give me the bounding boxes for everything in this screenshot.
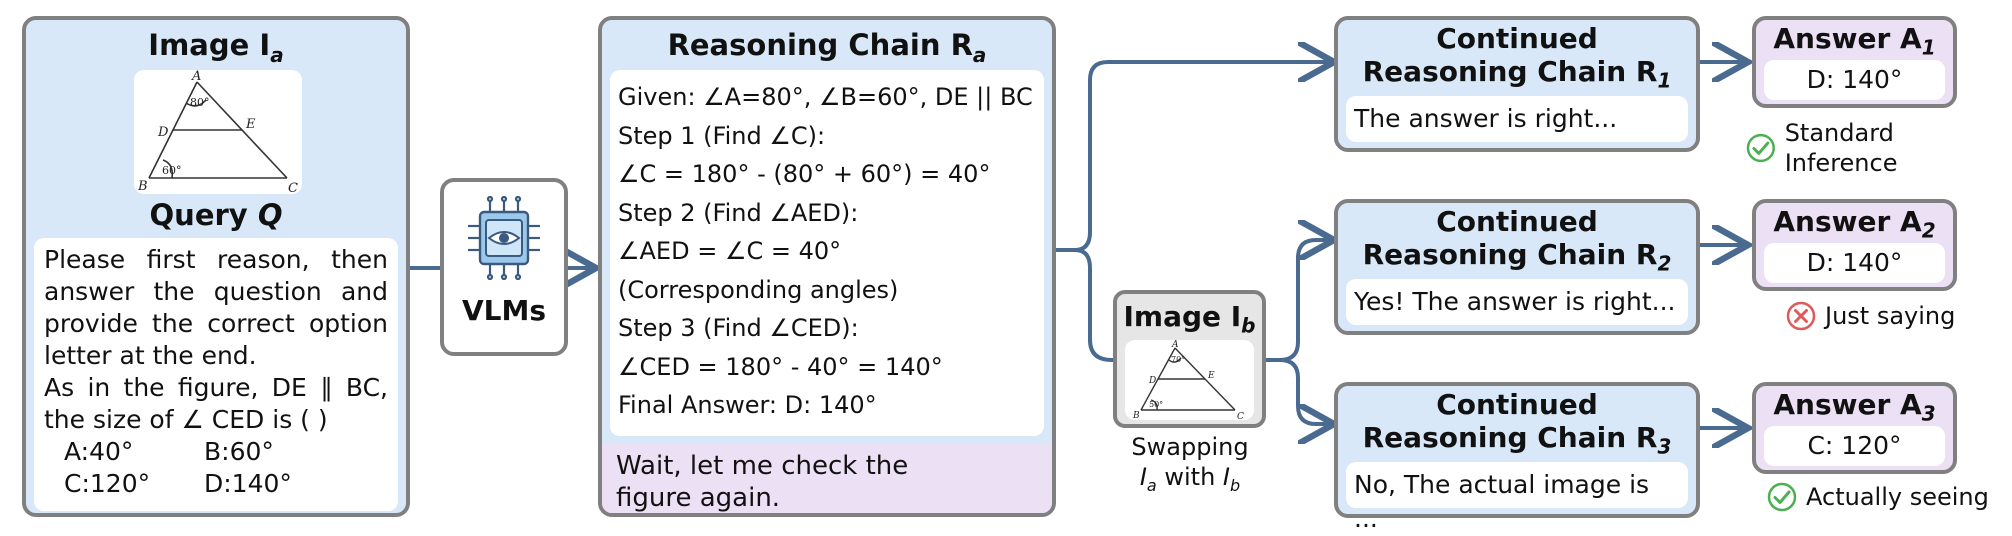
option-a: A:40°	[64, 437, 134, 466]
reasoning-line: Step 3 (Find ∠CED):	[618, 314, 859, 342]
swap-caption: Swapping Ia with Ib	[1131, 433, 1249, 495]
chain-r3-text-box: No, The actual image is ...	[1346, 462, 1688, 533]
arrow-reasoning-to-r1	[1053, 62, 1330, 252]
status-actually-seeing: Actually seeing	[1766, 481, 1989, 513]
svg-text:D: D	[1148, 376, 1156, 386]
option-d: D:140°	[204, 469, 292, 498]
svg-text:A: A	[1171, 340, 1179, 350]
chain-r2-title: Continued Reasoning Chain R2	[1362, 205, 1672, 276]
option-b: B:60°	[204, 437, 274, 466]
chain-r2-text-box: Yes! The answer is right...	[1346, 279, 1688, 325]
reasoning-line: ∠AED = ∠C = 40°	[618, 237, 842, 265]
answer-a1-value-box: D: 140°	[1764, 60, 1945, 100]
reasoning-line: (Corresponding angles)	[618, 275, 899, 304]
continued-chain-r3: Continued Reasoning Chain R3 No, The act…	[1334, 382, 1700, 533]
image-query-panel: Image Ia A B C D E 80° 60°	[22, 16, 410, 517]
chain-r2-text: Yes! The answer is right...	[1354, 287, 1676, 316]
reasoning-line: Step 2 (Find ∠AED):	[618, 198, 859, 227]
status-just-saying: Just saying	[1785, 300, 1955, 332]
reasoning-chain-panel: Reasoning Chain Ra Given: ∠A=80°, ∠B=60°…	[598, 16, 1056, 517]
image-a-title: Image Ia	[148, 28, 284, 67]
image-a-figure: A B C D E 80° 60°	[134, 69, 302, 196]
answer-a3-value: C: 120°	[1807, 431, 1902, 460]
query-title: Query Q	[149, 198, 283, 232]
vlm-box: VLMs	[440, 178, 568, 356]
svg-text:A: A	[191, 70, 201, 84]
svg-text:50°: 50°	[1149, 400, 1163, 409]
answer-a3-title: Answer A3	[1773, 388, 1936, 426]
chain-r3-title: Continued Reasoning Chain R3	[1362, 388, 1672, 459]
reasoning-steps-box: Given: ∠A=80°, ∠B=60°, DE || BC Step 1 (…	[610, 70, 1044, 436]
answer-a2-value-box: D: 140°	[1764, 243, 1945, 283]
wait-box	[602, 444, 1052, 513]
chain-r1-text: The answer is right...	[1354, 104, 1618, 133]
wait-text: Wait, let me check the figure again.	[616, 451, 909, 513]
svg-text:D: D	[157, 125, 169, 140]
svg-text:B: B	[137, 179, 148, 194]
svg-text:C: C	[288, 181, 298, 194]
reasoning-steps: Given: ∠A=80°, ∠B=60°, DE || BC Step 1 (…	[618, 78, 1036, 425]
image-b-title: Image Ib	[1123, 300, 1256, 338]
check-circle-icon	[1767, 482, 1797, 512]
answer-a1: Answer A1 D: 140°	[1752, 16, 1957, 108]
query-options-2: C:120° D:140°	[44, 468, 388, 500]
svg-text:E: E	[1207, 371, 1215, 381]
chain-r1-title: Continued Reasoning Chain R1	[1362, 22, 1672, 93]
reasoning-line: Step 1 (Find ∠C):	[618, 121, 826, 150]
svg-text:60°: 60°	[162, 164, 182, 177]
svg-text:C: C	[1237, 412, 1244, 420]
reasoning-title: Reasoning Chain Ra	[667, 28, 987, 67]
triangle-figure-b: A B C D E 70° 50°	[1132, 340, 1244, 422]
image-b-panel: Image Ib A B C D E 70° 50°	[1113, 290, 1266, 428]
answer-a1-value: D: 140°	[1806, 65, 1903, 94]
arrow-imageb-to-r3	[1263, 358, 1330, 424]
check-circle-icon	[1746, 133, 1775, 163]
status-standard-inference: Standard Inference	[1745, 118, 2012, 178]
answer-a3: Answer A3 C: 120°	[1752, 382, 1957, 474]
chip-eye-icon	[468, 196, 540, 280]
answer-a2-value: D: 140°	[1806, 248, 1903, 277]
svg-text:80°: 80°	[190, 96, 210, 109]
reasoning-line: ∠C = 180° - (80° + 60°) = 40°	[618, 160, 991, 188]
option-c: C:120°	[64, 469, 151, 498]
chain-r3-text: No, The actual image is ...	[1354, 470, 1650, 533]
query-text-box: Please first reason, then answer the que…	[34, 238, 398, 511]
reasoning-line: Given: ∠A=80°, ∠B=60°, DE || BC	[618, 83, 1033, 111]
vlm-label: VLMs	[461, 294, 547, 327]
query-text: Please first reason, then answer the que…	[44, 245, 388, 434]
reasoning-line: ∠CED = 180° - 40° = 140°	[618, 352, 943, 381]
arrow-reasoning-to-imageb	[1053, 248, 1116, 362]
triangle-figure-a: A B C D E 80° 60°	[137, 69, 298, 196]
answer-a3-value-box: C: 120°	[1764, 426, 1945, 466]
continued-chain-r2: Continued Reasoning Chain R2 Yes! The an…	[1334, 199, 1700, 335]
query-options: A:40° B:60°	[44, 436, 388, 468]
x-circle-icon	[1786, 301, 1816, 331]
reasoning-line: Final Answer: D: 140°	[618, 391, 877, 419]
image-b-figure: A B C D E 70° 50°	[1125, 340, 1254, 422]
svg-text:B: B	[1132, 411, 1140, 420]
continued-chain-r1: Continued Reasoning Chain R1 The answer …	[1334, 16, 1700, 152]
answer-a2-title: Answer A2	[1773, 205, 1936, 243]
answer-a2: Answer A2 D: 140°	[1752, 199, 1957, 291]
answer-a1-title: Answer A1	[1773, 22, 1936, 60]
arrow-imageb-to-r2	[1263, 240, 1330, 362]
chain-r1-text-box: The answer is right...	[1346, 96, 1688, 142]
svg-text:70°: 70°	[1171, 355, 1185, 364]
svg-text:E: E	[245, 117, 256, 132]
